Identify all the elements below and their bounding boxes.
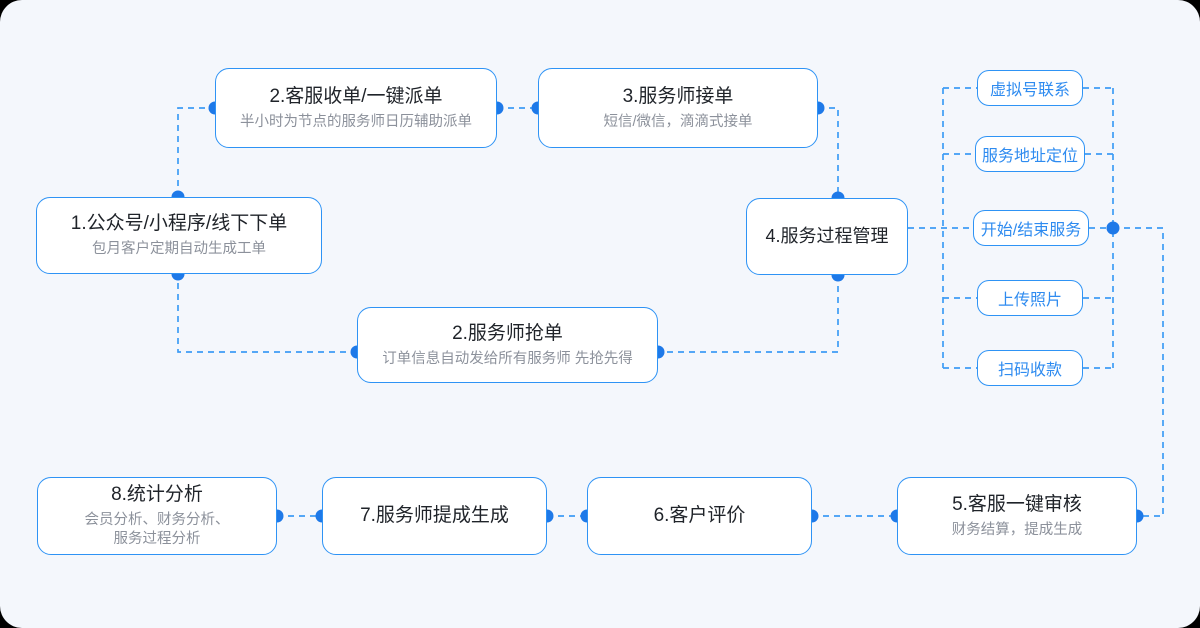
node-commission-title: 7.服务师提成生成 xyxy=(360,505,509,527)
node-dispatch-title: 2.客服收单/一键派单 xyxy=(269,85,443,107)
node-process: 4.服务过程管理 xyxy=(746,198,908,275)
pill-address-locate: 服务地址定位 xyxy=(975,136,1085,172)
node-stats-subtitle-line1: 会员分析、财务分析、 xyxy=(84,511,230,528)
node-stats-title: 8.统计分析 xyxy=(111,484,203,506)
node-grab-title: 2.服务师抢单 xyxy=(452,322,563,344)
node-review: 6.客户评价 xyxy=(587,477,812,555)
node-dispatch: 2.客服收单/一键派单 半小时为节点的服务师日历辅助派单 xyxy=(215,68,497,148)
connector-process-to-grab xyxy=(658,275,839,353)
node-accept: 3.服务师接单 短信/微信，滴滴式接单 xyxy=(538,68,818,148)
pill-upload-photo: 上传照片 xyxy=(977,280,1083,316)
node-order-title: 1.公众号/小程序/线下下单 xyxy=(70,213,288,235)
node-process-title: 4.服务过程管理 xyxy=(765,226,889,247)
connector-accept-to-process xyxy=(818,107,839,198)
node-grab: 2.服务师抢单 订单信息自动发给所有服务师 先抢先得 xyxy=(357,307,658,383)
pill-scan-pay: 扫码收款 xyxy=(977,350,1083,386)
node-commission: 7.服务师提成生成 xyxy=(322,477,547,555)
connector-grab-to-order xyxy=(177,274,357,353)
connector-steps-to-audit xyxy=(1113,227,1164,517)
node-grab-subtitle: 订单信息自动发给所有服务师 先抢先得 xyxy=(382,350,633,367)
node-order-subtitle: 包月客户定期自动生成工单 xyxy=(92,241,266,258)
node-review-title: 6.客户评价 xyxy=(653,505,746,527)
pill-start-end-service: 开始/结束服务 xyxy=(973,210,1089,246)
node-audit: 5.客服一键审核 财务结算，提成生成 xyxy=(897,477,1137,555)
node-stats: 8.统计分析 会员分析、财务分析、服务过程分析 xyxy=(37,477,277,555)
node-accept-title: 3.服务师接单 xyxy=(622,85,734,107)
dot-steps-spine xyxy=(1106,221,1120,235)
node-audit-subtitle: 财务结算，提成生成 xyxy=(951,521,1083,538)
node-stats-subtitle-line2: 服务过程分析 xyxy=(113,531,201,548)
pill-virtual-number: 虚拟号联系 xyxy=(977,70,1083,106)
node-audit-title: 5.客服一键审核 xyxy=(952,493,1082,515)
node-accept-subtitle: 短信/微信，滴滴式接单 xyxy=(603,113,753,130)
node-stats-subtitle: 会员分析、财务分析、服务过程分析 xyxy=(85,511,230,550)
node-dispatch-subtitle: 半小时为节点的服务师日历辅助派单 xyxy=(240,113,472,130)
connector-order-to-dispatch xyxy=(177,107,215,197)
node-order: 1.公众号/小程序/线下下单 包月客户定期自动生成工单 xyxy=(36,197,322,274)
